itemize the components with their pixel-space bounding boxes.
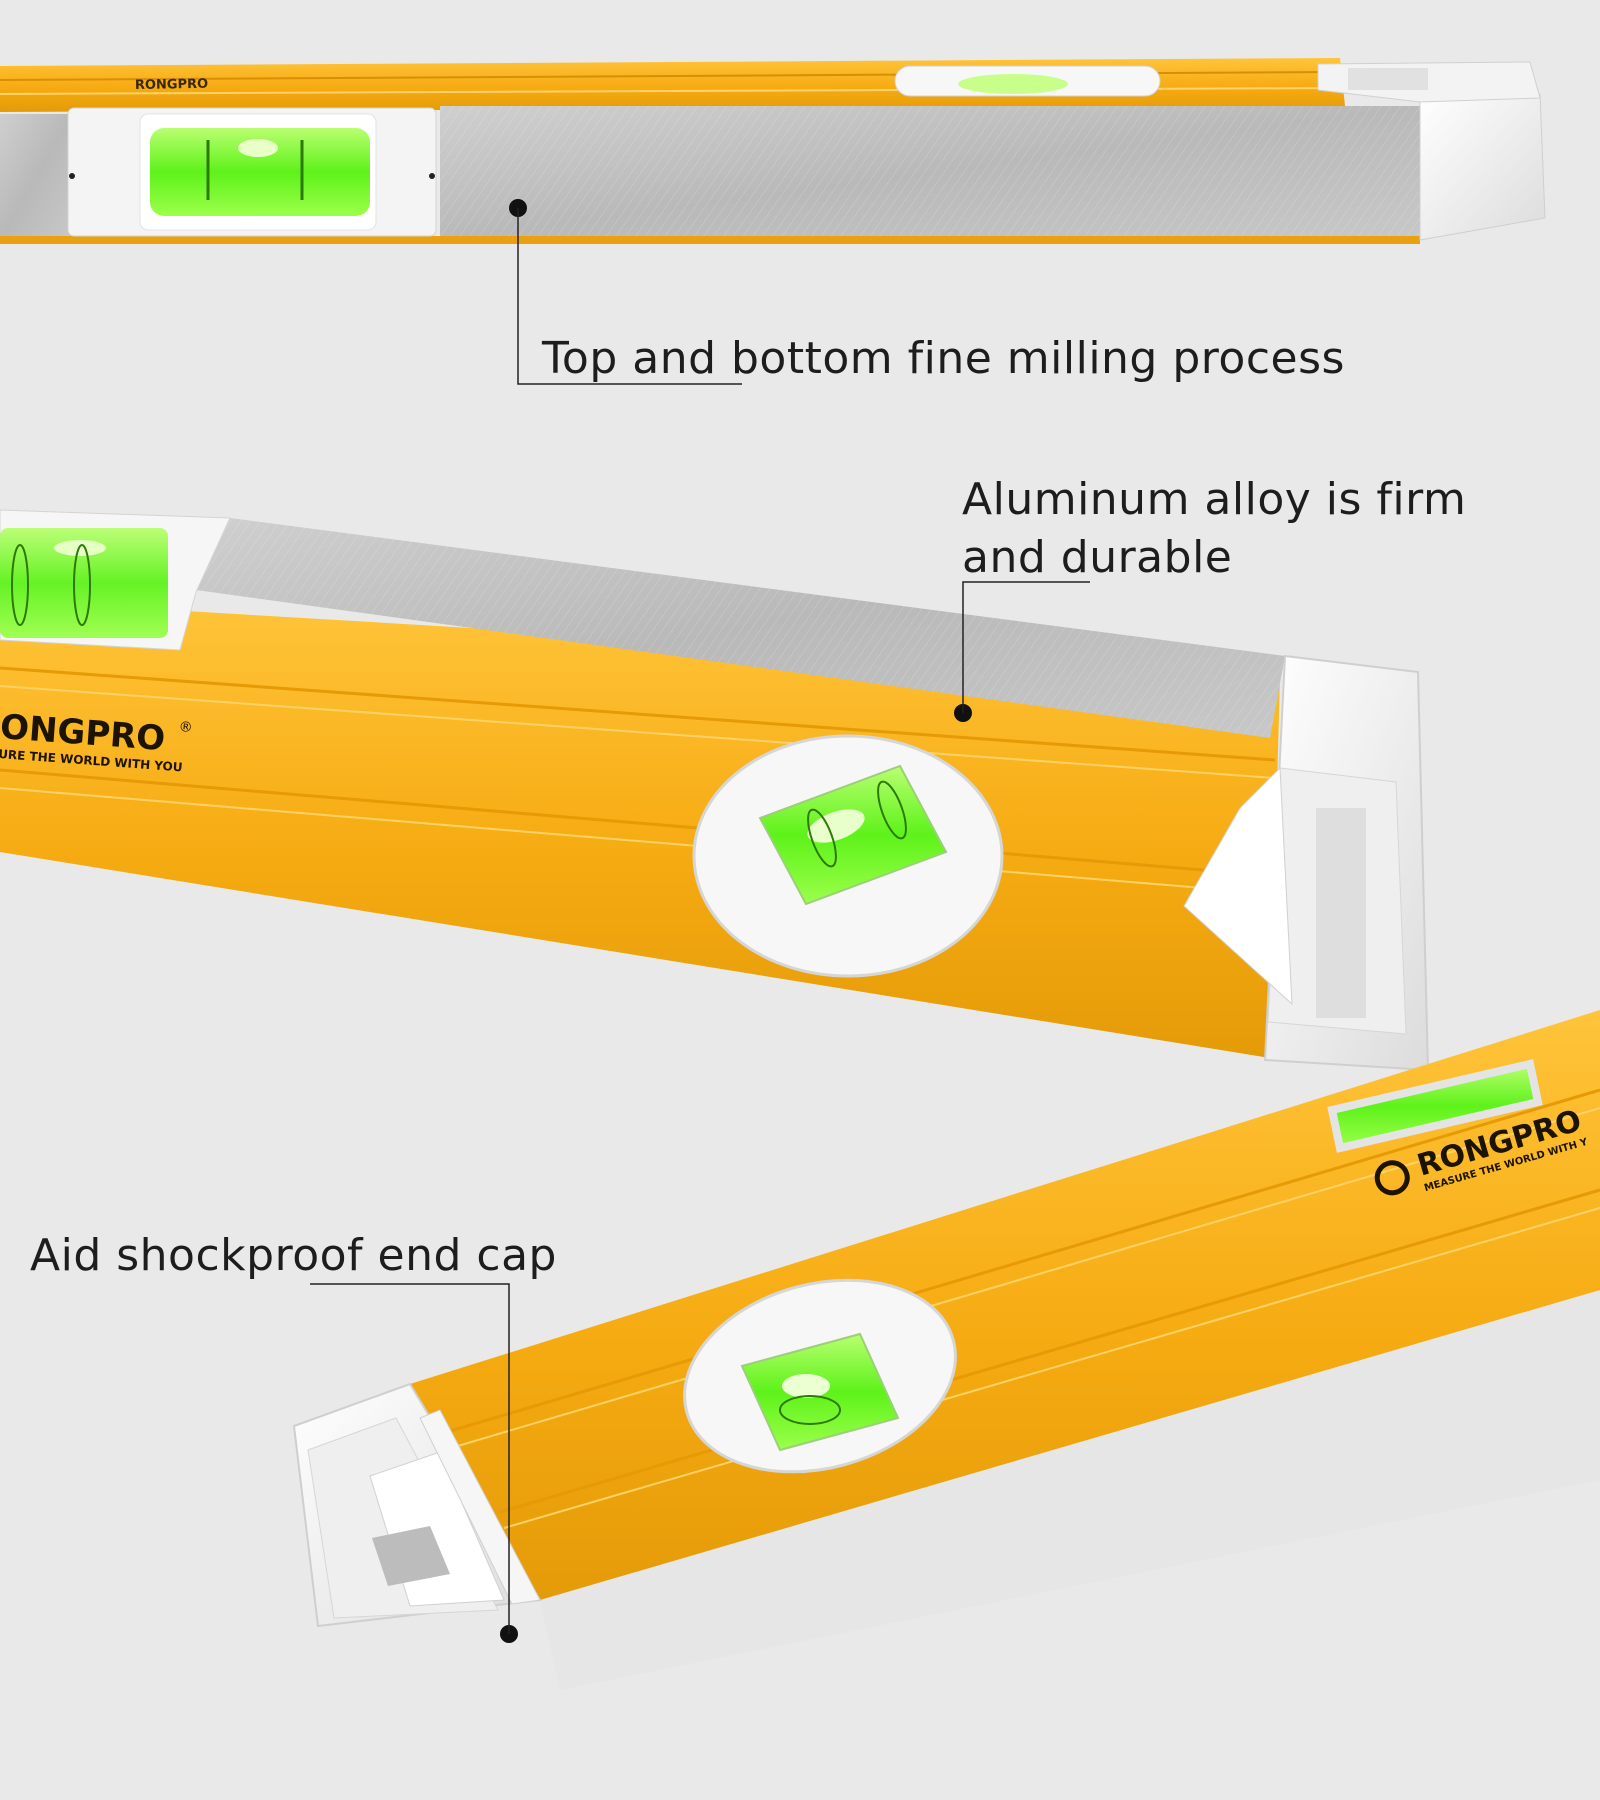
- level-top-vial: [150, 128, 370, 216]
- callout-aluminum-line-1: Aluminum alloy is firm: [962, 474, 1467, 525]
- leader-line-milling: [517, 208, 742, 385]
- level-middle-registered-mark: ®: [178, 719, 193, 736]
- level-top-end-cap: [1419, 93, 1546, 241]
- callout-end-cap: Aid shockproof end cap: [30, 1230, 557, 1281]
- callout-aluminum-line-2: and durable: [962, 532, 1233, 583]
- leader-line-end-cap: [310, 1283, 510, 1634]
- level-top: RONGPRO: [0, 58, 1546, 244]
- callout-leaders: [310, 199, 1090, 1643]
- level-bottom: RONGPRO MEASURE THE WORLD WITH Y: [292, 1010, 1600, 1690]
- level-bottom-top-vial: [1327, 1059, 1543, 1153]
- brand-logo-icon: [1374, 1160, 1410, 1196]
- level-top-logo: RONGPRO: [135, 77, 208, 93]
- leader-line-aluminum: [962, 581, 1090, 713]
- callout-milling: Top and bottom fine milling process: [542, 333, 1345, 384]
- callout-aluminum: Aluminum alloy is firm and durable: [962, 471, 1466, 587]
- level-middle: ONGPRO ® URE THE WORLD WITH YOU: [0, 509, 1430, 1072]
